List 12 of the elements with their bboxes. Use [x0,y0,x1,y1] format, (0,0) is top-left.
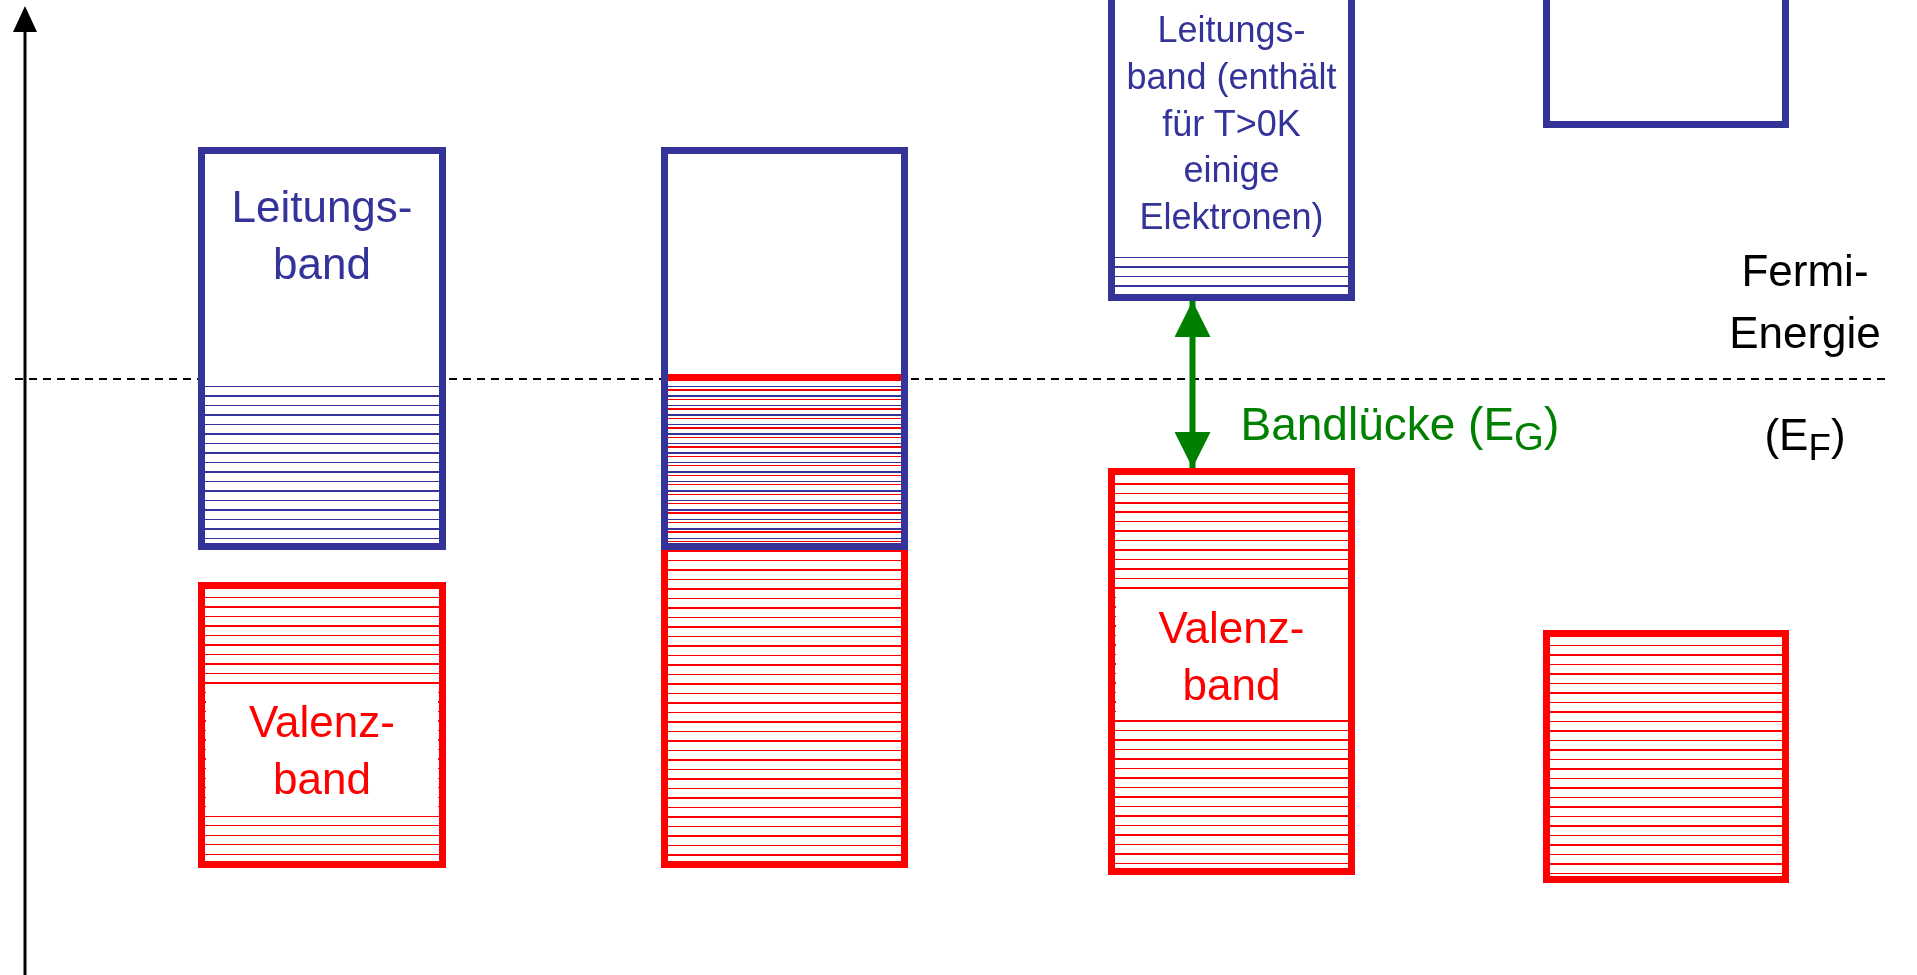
valence-band-box [661,374,908,868]
conduction-band-box [1108,0,1355,301]
edge-label: Bandlücke (E$_{G}$) [1240,396,1560,459]
valence-band-box [198,582,446,868]
fermi-symbol-label: (E$_{F}$) [1763,409,1847,470]
conduction-band-box [1543,0,1789,128]
valence-band-box [1108,468,1355,875]
double-arrow [1174,301,1211,468]
fermi-energy-label: Fermi- Energie [1728,245,1882,359]
valence-band-box [1543,630,1789,883]
conduction-band-box [198,147,446,550]
conduction-band-box [661,147,908,550]
